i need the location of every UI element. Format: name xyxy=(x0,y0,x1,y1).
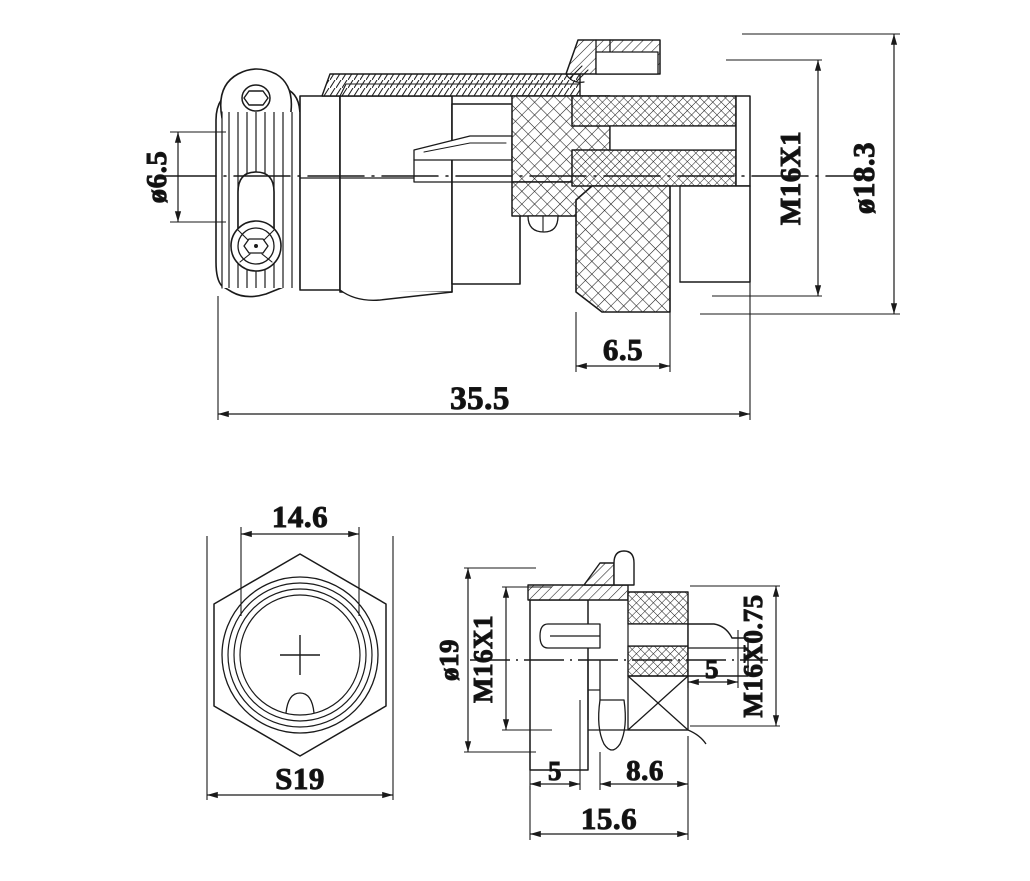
dim-15-6 xyxy=(529,786,689,840)
barrel-collar xyxy=(299,95,341,291)
dim-dia-18-3-label: ø18.3 xyxy=(846,142,881,214)
housing-lower-edge xyxy=(588,729,707,745)
dim-dia-19 xyxy=(464,567,536,753)
dim-dia-18-3 xyxy=(700,33,900,315)
panel-thread-barrel xyxy=(571,95,751,283)
center-crosshair xyxy=(280,635,320,675)
internal-slot xyxy=(539,623,601,649)
barrel-main xyxy=(339,95,453,293)
lug-hex-hole xyxy=(243,90,269,106)
thread-bore xyxy=(609,125,737,151)
section-x-mark xyxy=(627,675,689,731)
dim-5-bottom-label: 5 xyxy=(548,756,562,786)
top-nub xyxy=(613,550,635,586)
dim-5-right xyxy=(687,630,739,688)
dim-8-6-label: 8.6 xyxy=(626,755,664,787)
dim-5-right-label: 5 xyxy=(705,654,719,684)
dim-14-6-label: 14.6 xyxy=(272,499,328,534)
top-latch-key xyxy=(565,39,661,83)
dim-5-bottom xyxy=(529,700,581,790)
dim-bore-6-5-label: ø6.5 xyxy=(141,151,173,204)
connector-barrel xyxy=(299,95,521,301)
dim-thread-m16x075 xyxy=(690,585,780,727)
dim-s19-label: S19 xyxy=(275,761,325,796)
screw-boss xyxy=(237,171,275,229)
dim-bore-6-5 xyxy=(170,131,226,223)
barrel-lower-fillet xyxy=(339,289,453,301)
dim-thread-m16x1-label: M16X1 xyxy=(775,131,807,225)
barrel-shoulder xyxy=(451,103,521,285)
screw-center-dot xyxy=(254,244,258,248)
contact-pin-tip xyxy=(598,699,626,751)
dim-thread-m16x075-label: M16X0.75 xyxy=(738,594,768,717)
dim-thread-m16x1-panel xyxy=(502,586,552,731)
flange-outline xyxy=(575,185,671,313)
internal-contact xyxy=(299,135,513,183)
dimensions-assembly: ø6.5 M16X1 ø18.3 6.5 35.5 xyxy=(141,33,900,420)
dimensions-front-hex: 14.6 S19 xyxy=(206,499,394,800)
barrel-right-cap xyxy=(735,95,751,187)
housing-body xyxy=(529,589,589,771)
dimensions-panel-mount: ø19 M16X1 M16X0.75 5 5 xyxy=(434,567,780,840)
view-panel-mount xyxy=(470,550,768,771)
dim-14-6 xyxy=(240,527,360,616)
dim-35-5 xyxy=(217,190,751,420)
latch-slot xyxy=(595,51,659,75)
dim-6-5 xyxy=(575,312,671,372)
dim-thread-m16x1-panel-label: M16X1 xyxy=(468,615,498,703)
view-front-hex xyxy=(213,553,387,757)
dim-15-6-label: 15.6 xyxy=(581,801,637,836)
inner-contact-column xyxy=(587,660,626,751)
dim-35-5-label: 35.5 xyxy=(450,381,510,417)
dim-6-5-label: 6.5 xyxy=(603,332,643,367)
contact-shelf xyxy=(413,159,513,183)
thread-gap xyxy=(627,623,689,647)
barrel-right-lower xyxy=(679,185,751,283)
keyway-notch xyxy=(285,692,315,714)
dim-s19 xyxy=(206,536,394,800)
dim-thread-m16x1 xyxy=(712,59,822,297)
view-assembly-side-section xyxy=(159,39,861,313)
barrel-knurl-top xyxy=(321,73,581,97)
gland-set-screw xyxy=(230,171,282,272)
dim-8-6 xyxy=(599,736,689,790)
mounting-flange xyxy=(575,185,671,313)
dim-dia-19-label: ø19 xyxy=(434,639,464,681)
